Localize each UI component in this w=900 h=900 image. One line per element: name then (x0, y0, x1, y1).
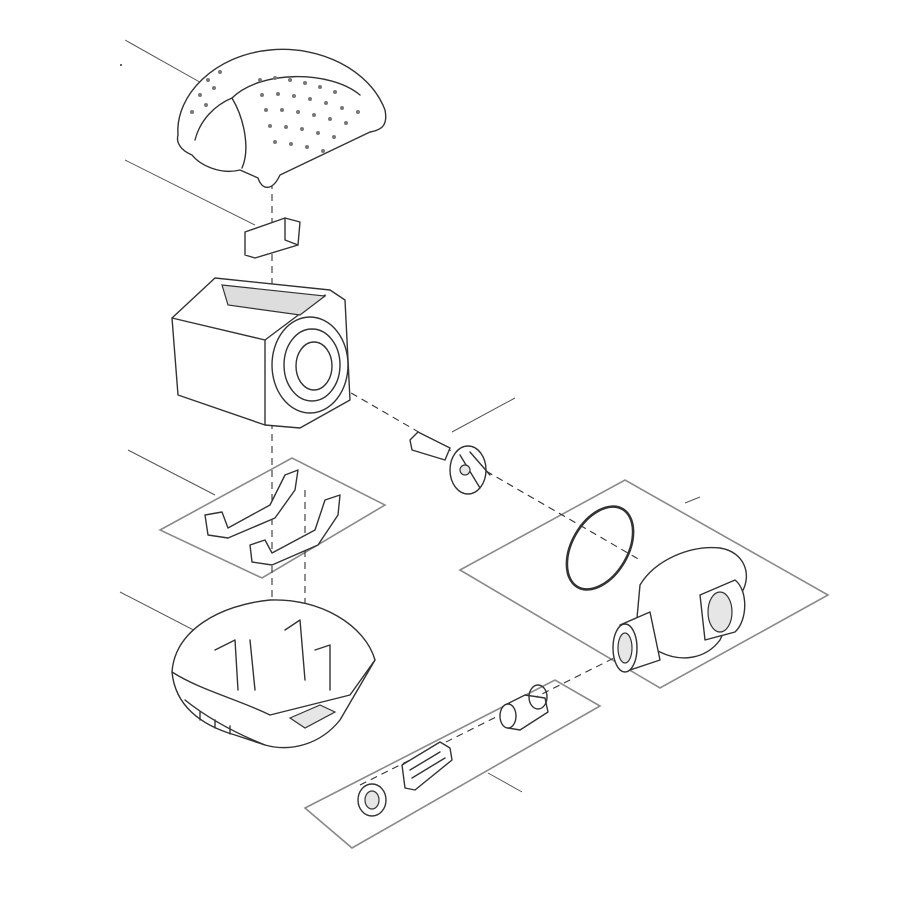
leader-line-rotor (451, 397, 516, 433)
leader-line-cover (124, 39, 206, 86)
hose-fittings (357, 684, 549, 817)
filter-cover (176, 48, 387, 189)
pump-housing (565, 505, 747, 673)
clip-part (244, 217, 301, 259)
frame-brackets (158, 457, 387, 579)
mounting-brackets (204, 469, 341, 566)
motor-block (171, 277, 351, 429)
group-frames (158, 457, 830, 849)
rotor-part (409, 431, 491, 495)
stray-dot (120, 64, 122, 66)
leader-line-fittings (487, 772, 523, 793)
leader-line-base (119, 591, 206, 637)
leader-lines (119, 39, 701, 793)
frame-pump-housing (458, 479, 830, 689)
leader-line-brackets (127, 449, 216, 496)
leader-line-housing (684, 496, 701, 504)
leader-line-clip (124, 159, 256, 226)
frame-hose-fittings (303, 679, 602, 849)
pump-base (171, 599, 376, 749)
